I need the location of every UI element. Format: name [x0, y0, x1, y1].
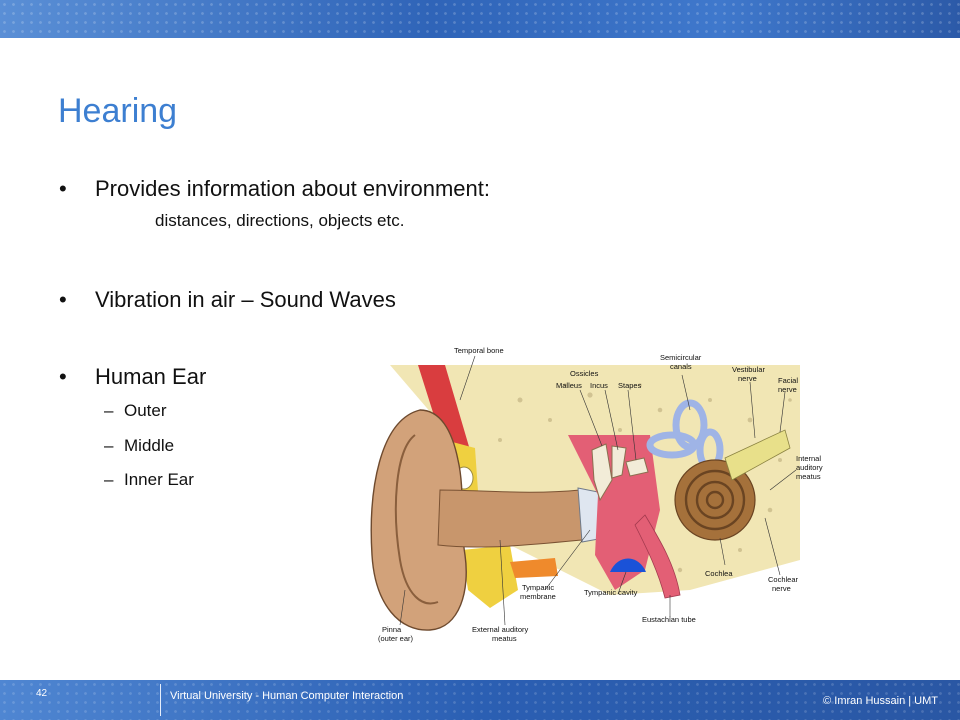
fat-tissue-lower — [462, 545, 518, 608]
footer-divider — [160, 684, 161, 716]
page-number: 42 — [36, 688, 48, 699]
label-internal: Internal — [796, 454, 821, 463]
label-membrane: membrane — [520, 592, 556, 601]
label-vestibular: Vestibular — [732, 365, 765, 374]
pinna-fold — [394, 434, 439, 605]
label-cochlear-nerve: nerve — [772, 584, 791, 593]
label-external-meatus: meatus — [492, 634, 517, 643]
bullet-text: Vibration in air – Sound Waves — [95, 287, 396, 312]
label-incus: Incus — [590, 381, 608, 390]
label-tympanic-cavity: Tympanic cavity — [584, 588, 638, 597]
bullet-dot: • — [59, 287, 67, 312]
label-tympanic: Tympanic — [522, 583, 554, 592]
tympanic-cavity-shape — [610, 558, 646, 572]
dash-glyph: – — [104, 470, 114, 489]
label-eustachian-tube: Eustachian tube — [642, 615, 696, 624]
footer-copyright: © Imran Hussain | UMT — [823, 695, 938, 707]
subitem-text: Outer — [124, 401, 167, 420]
label-temporal-bone: Temporal bone — [454, 346, 504, 355]
label-outer-ear: (outer ear) — [378, 634, 414, 643]
label-facial-nerve: nerve — [778, 385, 797, 394]
top-banner — [0, 0, 960, 38]
dash-glyph: – — [104, 436, 114, 455]
ossicles-shapes — [591, 443, 649, 502]
leader-lines — [399, 355, 797, 626]
bullet-subline: distances, directions, objects etc. — [155, 211, 405, 230]
bullet-dot: • — [59, 176, 67, 201]
slide-title: Hearing — [58, 92, 178, 130]
label-auditory: auditory — [796, 463, 823, 472]
label-cochlear: Cochlear — [768, 575, 799, 584]
label-vestibular-nerve: nerve — [738, 374, 757, 383]
subitem-text: Inner Ear — [124, 470, 194, 489]
label-ossicles: Ossicles — [570, 369, 599, 378]
cochlea-shape — [674, 459, 756, 541]
auditory-nerve-shape — [724, 429, 791, 481]
ear-anatomy-figure: Temporal bone Ossicles Malleus Incus Sta… — [370, 346, 823, 643]
bullet-dot: • — [59, 364, 67, 389]
ear-canal — [437, 489, 583, 548]
label-canals: canals — [670, 362, 692, 371]
footer-bar: 42 Virtual University - Human Computer I… — [0, 680, 960, 720]
label-external-auditory: External auditory — [472, 625, 529, 634]
bone-texture — [498, 383, 792, 573]
label-malleus: Malleus — [556, 381, 582, 390]
pinna-shape — [370, 409, 467, 631]
eustachian-tube-shape — [634, 514, 681, 599]
dash-glyph: – — [104, 401, 114, 420]
label-stapes: Stapes — [618, 381, 642, 390]
bullet-text: Human Ear — [95, 364, 207, 389]
label-meatus: meatus — [796, 472, 821, 481]
label-cochlea: Cochlea — [705, 569, 733, 578]
banner-texture — [0, 0, 960, 38]
bullet-text: Provides information about environment: — [95, 176, 490, 201]
footer-course: Virtual University - Human Computer Inte… — [170, 690, 404, 702]
footer-texture — [0, 680, 960, 720]
label-semicircular: Semicircular — [660, 353, 702, 362]
label-pinna: Pinna — [382, 625, 402, 634]
label-facial: Facial — [778, 376, 798, 385]
subitem-text: Middle — [124, 436, 175, 455]
orange-tissue — [510, 558, 558, 578]
